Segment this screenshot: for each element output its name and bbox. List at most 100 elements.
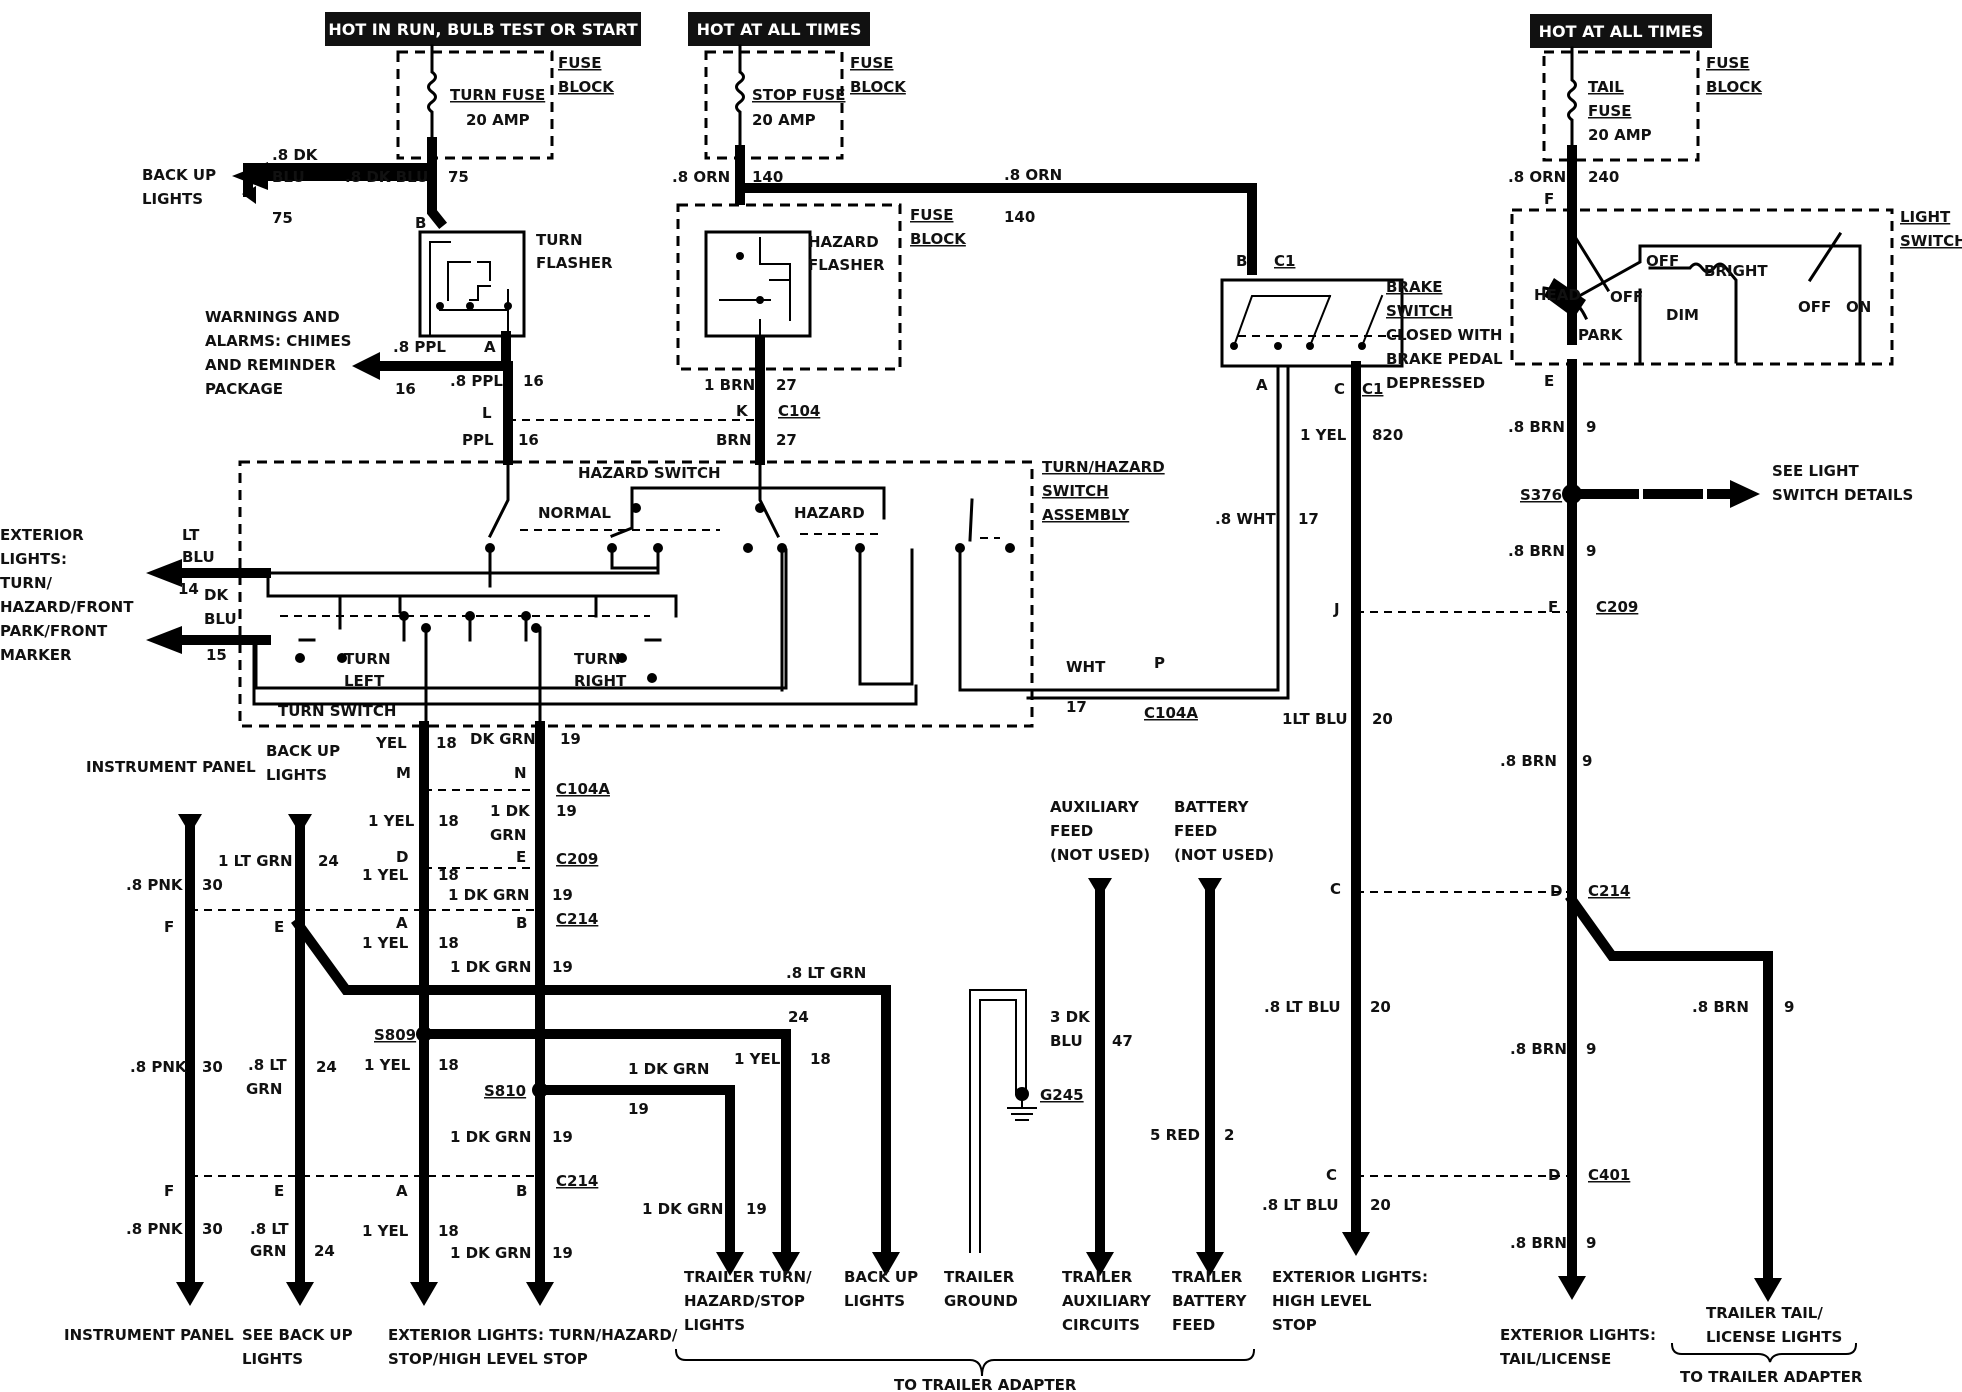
svg-text:BLU: BLU xyxy=(204,610,237,628)
svg-text:TURN FUSE: TURN FUSE xyxy=(450,86,545,104)
svg-text:OFF: OFF xyxy=(1798,298,1831,316)
svg-text:CIRCUITS: CIRCUITS xyxy=(1062,1316,1140,1334)
aux-feed: AUXILIARY FEED (NOT USED) 3 DK BLU 47 xyxy=(1050,798,1150,1276)
svg-text:LIGHTS: LIGHTS xyxy=(844,1292,905,1310)
svg-text:BLU: BLU xyxy=(1050,1032,1083,1050)
svg-text:C: C xyxy=(1330,880,1341,898)
svg-text:9: 9 xyxy=(1586,1234,1596,1252)
svg-text:.8 DK BLU: .8 DK BLU xyxy=(345,168,428,186)
svg-text:16: 16 xyxy=(518,431,539,449)
svg-text:TURN/HAZARD: TURN/HAZARD xyxy=(1042,458,1165,476)
svg-text:A: A xyxy=(396,914,408,932)
svg-text:E: E xyxy=(274,918,284,936)
svg-text:3 DK: 3 DK xyxy=(1050,1008,1091,1026)
svg-text:K: K xyxy=(736,402,749,420)
svg-text:19: 19 xyxy=(552,1244,573,1262)
turn-fuse: TURN FUSE 20 AMP FUSE BLOCK xyxy=(396,44,615,160)
svg-text:1 YEL: 1 YEL xyxy=(362,1222,409,1240)
svg-text:18: 18 xyxy=(438,812,459,830)
svg-text:1 YEL: 1 YEL xyxy=(364,1056,411,1074)
svg-text:SWITCH DETAILS: SWITCH DETAILS xyxy=(1772,486,1913,504)
svg-text:18: 18 xyxy=(436,734,457,752)
stop-fuse: STOP FUSE 20 AMP FUSE BLOCK xyxy=(704,44,907,160)
yel-dkgrn-wires: YEL 18 DK GRN 19 M N C104A 1 YEL 18 1 DK… xyxy=(190,721,900,1306)
turn-flasher: TURN FLASHER xyxy=(242,153,613,338)
svg-text:OFF: OFF xyxy=(1646,252,1679,270)
svg-text:TRAILER: TRAILER xyxy=(1172,1268,1243,1286)
svg-text:20 AMP: 20 AMP xyxy=(752,111,816,129)
svg-text:A: A xyxy=(484,338,496,356)
svg-text:INSTRUMENT PANEL: INSTRUMENT PANEL xyxy=(64,1326,234,1344)
svg-text:140: 140 xyxy=(1004,208,1035,226)
svg-text:C104: C104 xyxy=(778,402,820,420)
svg-text:.8 BRN: .8 BRN xyxy=(1508,542,1565,560)
svg-text:BLOCK: BLOCK xyxy=(558,78,615,96)
svg-text:NORMAL: NORMAL xyxy=(538,504,611,522)
svg-text:1 DK GRN: 1 DK GRN xyxy=(642,1200,723,1218)
svg-text:B: B xyxy=(1236,252,1247,270)
svg-text:DIM: DIM xyxy=(1666,306,1699,324)
svg-text:TRAILER TURN/: TRAILER TURN/ xyxy=(684,1268,812,1286)
svg-text:E: E xyxy=(516,848,526,866)
svg-text:75: 75 xyxy=(272,209,293,227)
svg-text:C104A: C104A xyxy=(1144,704,1198,722)
svg-text:TRAILER TAIL/: TRAILER TAIL/ xyxy=(1706,1304,1823,1322)
svg-text:TO TRAILER ADAPTER: TO TRAILER ADAPTER xyxy=(1680,1368,1863,1386)
svg-text:(NOT USED): (NOT USED) xyxy=(1174,846,1274,864)
svg-text:19: 19 xyxy=(746,1200,767,1218)
svg-text:S809: S809 xyxy=(374,1026,416,1044)
svg-text:BRAKE PEDAL: BRAKE PEDAL xyxy=(1386,350,1503,368)
svg-text:C401: C401 xyxy=(1588,1166,1630,1184)
svg-text:HIGH LEVEL: HIGH LEVEL xyxy=(1272,1292,1372,1310)
svg-text:C1: C1 xyxy=(1274,252,1295,270)
svg-text:AND REMINDER: AND REMINDER xyxy=(205,356,336,374)
svg-text:9: 9 xyxy=(1586,418,1596,436)
svg-text:19: 19 xyxy=(552,958,573,976)
svg-text:.8 PNK: .8 PNK xyxy=(130,1058,188,1076)
svg-text:E: E xyxy=(1544,372,1554,390)
svg-text:SWITCH: SWITCH xyxy=(1900,232,1962,250)
svg-text:820: 820 xyxy=(1372,426,1403,444)
bottom-labels: INSTRUMENT PANEL SEE BACK UP LIGHTS EXTE… xyxy=(64,1268,1863,1392)
svg-text:TRAILER: TRAILER xyxy=(1062,1268,1133,1286)
left-top-wires: BACK UP LIGHTS .8 DK BLU .8 DK BLU 75 75… xyxy=(142,137,544,465)
svg-text:1 DK GRN: 1 DK GRN xyxy=(450,1128,531,1146)
svg-text:AUXILIARY: AUXILIARY xyxy=(1050,798,1140,816)
svg-text:C: C xyxy=(1326,1166,1337,1184)
svg-text:30: 30 xyxy=(202,876,223,894)
svg-text:TURN: TURN xyxy=(344,650,391,668)
svg-text:1 DK: 1 DK xyxy=(490,802,531,820)
svg-text:47: 47 xyxy=(1112,1032,1133,1050)
svg-text:SEE BACK UP: SEE BACK UP xyxy=(242,1326,353,1344)
svg-text:19: 19 xyxy=(628,1100,649,1118)
svg-text:BACK UP: BACK UP xyxy=(844,1268,918,1286)
svg-text:.8 PNK: .8 PNK xyxy=(126,876,184,894)
c104a-connector: WHT 17 P C104A xyxy=(1066,654,1198,722)
svg-text:GRN: GRN xyxy=(246,1080,282,1098)
svg-text:C: C xyxy=(1334,380,1345,398)
svg-text:2: 2 xyxy=(1224,1126,1234,1144)
svg-text:D: D xyxy=(396,848,408,866)
svg-text:24: 24 xyxy=(316,1058,337,1076)
svg-text:.8 ORN: .8 ORN xyxy=(672,168,730,186)
svg-text:B: B xyxy=(415,214,426,232)
svg-text:.8 WHT: .8 WHT xyxy=(1215,510,1276,528)
header-stop: HOT AT ALL TIMES xyxy=(688,12,870,46)
svg-text:.8 LT BLU: .8 LT BLU xyxy=(1264,998,1341,1016)
svg-text:HEAD: HEAD xyxy=(1534,286,1581,304)
svg-text:20: 20 xyxy=(1370,1196,1391,1214)
svg-text:.8 PPL: .8 PPL xyxy=(393,338,446,356)
svg-text:1 YEL: 1 YEL xyxy=(362,934,409,952)
svg-text:HAZARD/STOP: HAZARD/STOP xyxy=(684,1292,805,1310)
svg-text:.8 LT GRN: .8 LT GRN xyxy=(786,964,866,982)
svg-text:20: 20 xyxy=(1372,710,1393,728)
svg-text:.8 BRN: .8 BRN xyxy=(1510,1040,1567,1058)
svg-text:.8 DK: .8 DK xyxy=(272,146,319,164)
svg-text:17: 17 xyxy=(1066,698,1087,716)
svg-text:75: 75 xyxy=(448,168,469,186)
svg-text:FEED: FEED xyxy=(1172,1316,1215,1334)
svg-text:FUSE: FUSE xyxy=(1588,102,1631,120)
svg-text:N: N xyxy=(514,764,527,782)
svg-text:TAIL: TAIL xyxy=(1588,78,1624,96)
